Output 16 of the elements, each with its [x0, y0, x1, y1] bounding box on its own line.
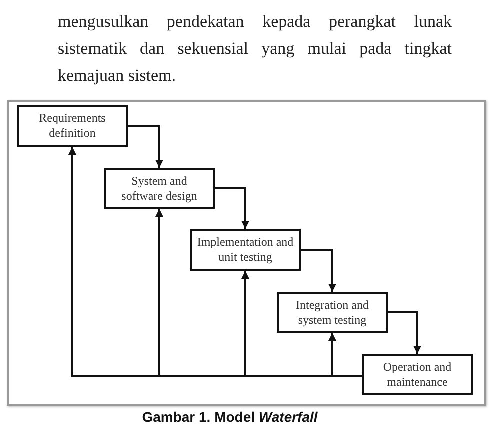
figure-caption: Gambar 1. Model Waterfall — [141, 408, 319, 426]
arrow — [388, 312, 422, 354]
box-label: Operation and maintenance — [382, 360, 453, 390]
process-box — [190, 229, 301, 271]
box-label: System and software design — [120, 174, 198, 204]
process-box — [362, 354, 473, 395]
process-box — [277, 292, 388, 333]
arrow — [215, 188, 250, 229]
box-label: Implementation and unit testing — [196, 235, 295, 265]
arrow — [128, 125, 164, 168]
process-box — [17, 105, 128, 147]
box-label: Requirements definition — [38, 111, 107, 141]
process-box — [104, 168, 215, 209]
body-paragraph: mengusulkan pendekatan kepada perangkat lunak sistematik dan sekuensial yang mulai pada tingkat kemajuan sistem. — [58, 11, 452, 87]
arrow — [301, 249, 336, 292]
box-label: Integration and system testing — [295, 298, 370, 328]
